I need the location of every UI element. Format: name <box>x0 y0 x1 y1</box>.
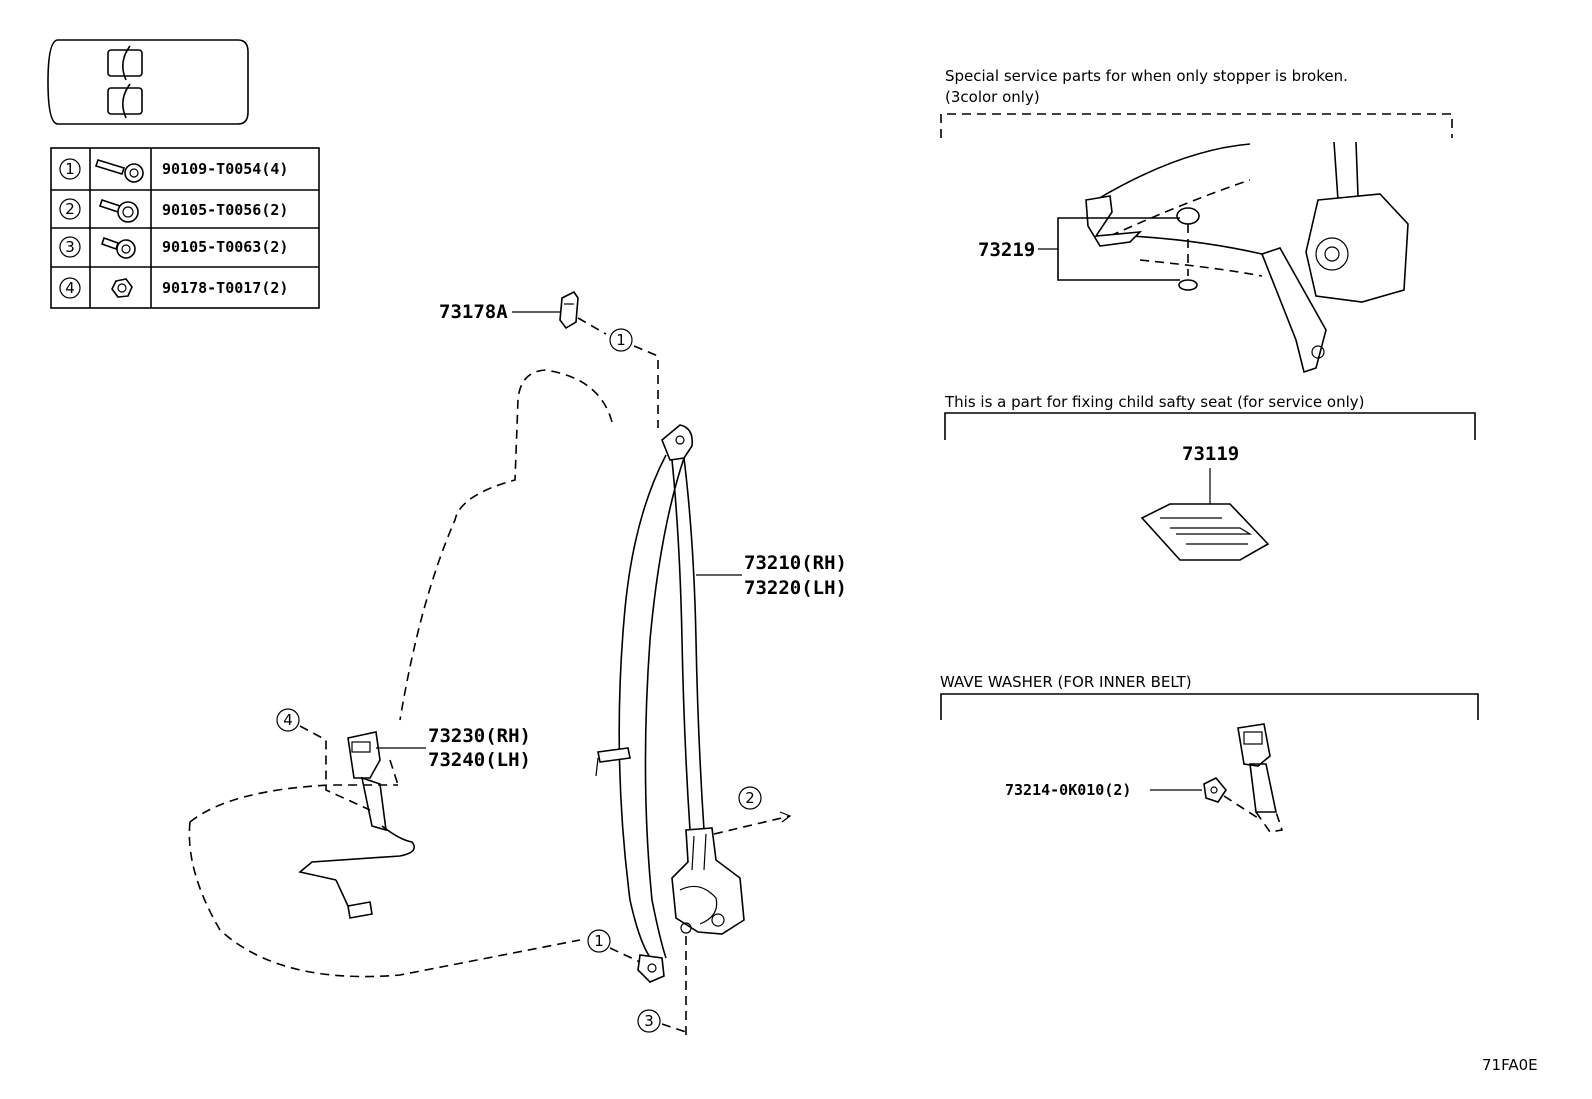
part-label-73119: 73119 <box>1182 443 1239 465</box>
anchor-cover-part <box>559 290 579 330</box>
callout-2: 2 <box>738 786 762 810</box>
buckle-assembly <box>298 731 416 919</box>
fastener-part-4: 90178-T0017(2) <box>162 279 288 297</box>
part-label-73240-lh: 73240(LH) <box>428 749 531 771</box>
seat-outline <box>188 369 613 978</box>
wave-washer-illustration <box>1203 723 1284 833</box>
svg-text:2: 2 <box>745 789 755 807</box>
child-seat-note: This is a part for fixing child safty se… <box>944 393 1364 411</box>
part-label-73210-rh: 73210(RH) <box>744 552 847 574</box>
fastener-row-3: 3 90105-T0063(2) <box>59 236 288 259</box>
fastener-num-1: 1 <box>65 160 75 178</box>
fastener-part-1: 90109-T0054(4) <box>162 160 288 178</box>
part-label-73178a: 73178A <box>439 301 508 323</box>
nut-icon <box>111 278 133 298</box>
stopper-note-line2: (3color only) <box>945 88 1040 106</box>
part-label-73230-rh: 73230(RH) <box>428 725 531 747</box>
part-label-73214: 73214-0K010(2) <box>1005 781 1131 799</box>
callout-1-top: 1 <box>609 328 633 352</box>
child-seat-plate <box>1140 503 1270 561</box>
svg-text:3: 3 <box>644 1012 654 1030</box>
fastener-num-2: 2 <box>65 200 75 218</box>
bolt-icon <box>94 159 144 183</box>
fastener-part-2: 90105-T0056(2) <box>162 201 288 219</box>
fastener-table: 1 90109-T0054(4) 2 90105-T0056(2) 3 <box>50 147 320 309</box>
callout-4: 4 <box>276 708 300 732</box>
stopper-illustration <box>1085 141 1409 374</box>
fastener-part-3: 90105-T0063(2) <box>162 238 288 256</box>
diagram-id: 71FA0E <box>1482 1056 1538 1074</box>
washer-bolt-icon <box>98 198 139 223</box>
svg-text:4: 4 <box>283 711 293 729</box>
svg-text:1: 1 <box>616 331 626 349</box>
callout-3: 3 <box>637 1009 661 1033</box>
svg-text:1: 1 <box>594 932 604 950</box>
vehicle-location-icon <box>47 39 249 125</box>
callout-1-bottom: 1 <box>587 929 611 953</box>
part-label-73220-lh: 73220(LH) <box>744 577 847 599</box>
seat-belt-assembly <box>595 424 745 983</box>
part-label-73219: 73219 <box>978 239 1035 261</box>
fastener-row-1: 1 90109-T0054(4) <box>59 158 288 183</box>
fastener-num-3: 3 <box>65 238 75 256</box>
washer-bolt-icon <box>100 236 136 259</box>
fastener-num-4: 4 <box>65 279 75 297</box>
fastener-row-4: 4 90178-T0017(2) <box>59 277 288 299</box>
wave-washer-note: WAVE WASHER (FOR INNER BELT) <box>940 673 1192 691</box>
stopper-note-line1: Special service parts for when only stop… <box>945 67 1348 85</box>
fastener-row-2: 2 90105-T0056(2) <box>59 198 288 223</box>
